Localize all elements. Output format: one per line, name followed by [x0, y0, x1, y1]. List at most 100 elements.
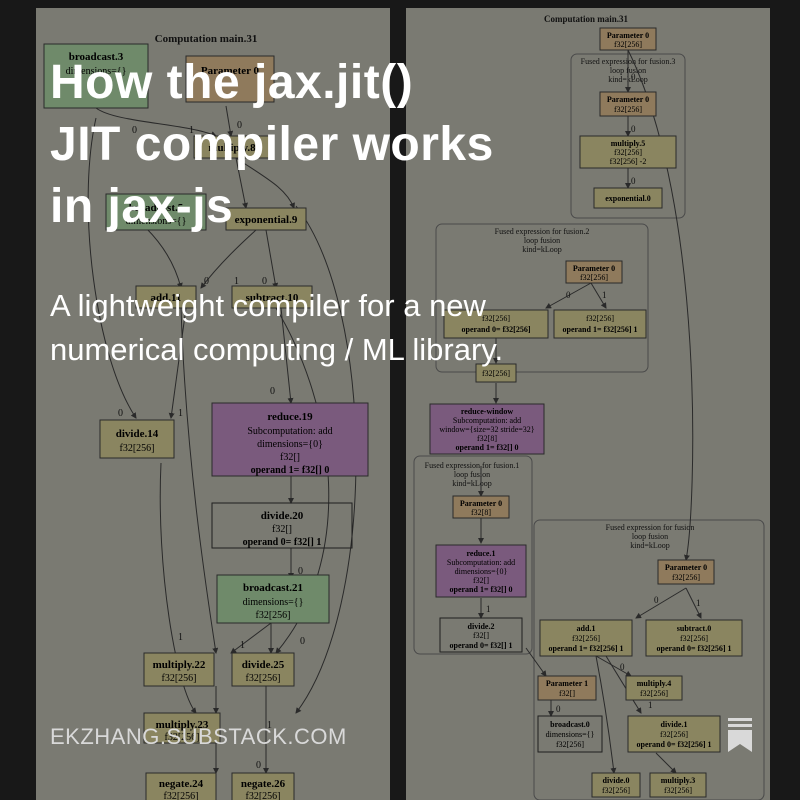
right-node-fusion-parameter-0: Parameter 0 f32[256]: [657, 559, 715, 585]
svg-text:0: 0: [132, 125, 137, 136]
svg-text:f32[256]: f32[256]: [680, 634, 708, 643]
svg-text:1: 1: [234, 276, 239, 287]
left-computation-graph: Computation main.31 0: [43, 33, 369, 800]
svg-text:f32[8]: f32[8]: [471, 508, 491, 517]
svg-text:1: 1: [178, 632, 183, 643]
svg-text:divide.1: divide.1: [661, 720, 688, 729]
svg-text:f32[256]: f32[256]: [482, 314, 510, 323]
svg-text:dimensions={0}: dimensions={0}: [455, 567, 508, 576]
right-node-multiply-4: multiply.4 f32[256]: [625, 675, 683, 701]
right-computation-graph: Computation main.31 Fused expression for…: [413, 14, 765, 800]
svg-text:0: 0: [654, 595, 659, 605]
right-node-multiply-5: multiply.5 f32[256] f32[256] -2: [579, 135, 677, 169]
svg-text:multiply.8: multiply.8: [208, 142, 256, 154]
svg-text:subtract.0: subtract.0: [677, 624, 711, 633]
svg-text:0: 0: [631, 176, 636, 186]
svg-text:f32[256]: f32[256]: [602, 786, 630, 795]
right-node-fusion1-parameter-0: Parameter 0 f32[8]: [452, 495, 510, 519]
svg-text:operand 1= f32[] 0: operand 1= f32[] 0: [450, 585, 513, 594]
svg-text:multiply.22: multiply.22: [153, 659, 206, 671]
svg-text:Parameter 0: Parameter 0: [607, 31, 649, 40]
right-node-add-1: add.1 f32[256] operand 1= f32[256] 1: [539, 619, 633, 657]
svg-text:divide.14: divide.14: [116, 428, 159, 440]
svg-text:Subcomputation: add: Subcomputation: add: [453, 416, 521, 425]
bookmark-icon[interactable]: [726, 718, 754, 752]
left-node-subtract-10: subtract.10: [231, 285, 313, 309]
svg-text:1: 1: [267, 720, 272, 731]
svg-text:Fused expression for fusion.1: Fused expression for fusion.1: [425, 461, 520, 470]
site-url-link[interactable]: EKZHANG.SUBSTACK.COM: [50, 724, 347, 749]
article-subtitle: A lightweight compiler for a new numeric…: [50, 284, 750, 372]
svg-text:0: 0: [298, 566, 303, 577]
svg-text:operand 0= f32[] 1: operand 0= f32[] 1: [243, 537, 322, 548]
svg-text:f32[256]: f32[256]: [246, 791, 281, 800]
svg-text:dimensions={}: dimensions={}: [126, 216, 187, 227]
left-node-multiply-22: multiply.22 f32[256]: [143, 652, 215, 687]
svg-text:f32[8]: f32[8]: [477, 434, 497, 443]
svg-text:f32[256]: f32[256]: [614, 105, 642, 114]
svg-text:f32[]: f32[]: [280, 452, 300, 463]
svg-text:1: 1: [648, 700, 653, 710]
right-node-reduce-1: reduce.1 Subcomputation: add dimensions=…: [435, 544, 527, 598]
right-node-subtract-0: subtract.0 f32[256] operand 0= f32[256] …: [645, 619, 743, 657]
svg-text:operand 0= f32[] 1: operand 0= f32[] 1: [450, 641, 513, 650]
svg-text:Parameter 0: Parameter 0: [201, 65, 260, 77]
right-graph-edges: [478, 49, 702, 774]
svg-text:f32[256]: f32[256]: [640, 689, 668, 698]
right-node-fusion3-parameter-0: Parameter 0 f32[256]: [599, 91, 657, 117]
svg-text:multiply.5: multiply.5: [611, 139, 645, 148]
svg-text:operand 0= f32[256] 1: operand 0= f32[256] 1: [657, 644, 732, 653]
svg-text:f32[256]: f32[256]: [580, 273, 608, 282]
svg-text:f32[256]: f32[256]: [614, 148, 642, 157]
left-graph-panel: Computation main.31 0: [36, 8, 390, 800]
right-node-fusion2-parameter-0: Parameter 0 f32[256]: [565, 260, 623, 284]
svg-text:f32[256]: f32[256]: [664, 786, 692, 795]
right-node-fusion2-right: f32[256] operand 1= f32[256] 1: [553, 309, 647, 339]
svg-text:add.11: add.11: [151, 292, 182, 304]
left-node-negate-26: negate.26 f32[256]: [231, 772, 295, 800]
right-graph-panel: Computation main.31 Fused expression for…: [406, 8, 770, 800]
svg-text:f32[]: f32[]: [473, 576, 489, 585]
svg-text:f32[]: f32[]: [272, 524, 292, 535]
svg-text:multiply.3: multiply.3: [661, 776, 695, 785]
svg-text:f32[]: f32[]: [559, 689, 575, 698]
svg-text:Fused expression for fusion.2: Fused expression for fusion.2: [495, 227, 590, 236]
headline-line: JIT compiler works: [50, 118, 494, 171]
svg-text:loop fusion: loop fusion: [632, 532, 668, 541]
left-node-exponential-9: exponential.9: [225, 207, 307, 231]
left-graph-title: Computation main.31: [155, 33, 258, 45]
svg-text:multiply.23: multiply.23: [156, 719, 209, 731]
left-node-divide-25: divide.25 f32[256]: [231, 652, 295, 687]
svg-text:f32[256] -2: f32[256] -2: [610, 157, 647, 166]
svg-text:0: 0: [300, 636, 305, 647]
svg-text:f32[256]: f32[256]: [614, 40, 642, 49]
svg-text:f32[]: f32[]: [473, 631, 489, 640]
svg-text:1: 1: [178, 408, 183, 419]
svg-text:f32[256]: f32[256]: [165, 732, 200, 743]
right-node-divide-0: divide.0 f32[256]: [591, 772, 641, 798]
right-node-divide-2: divide.2 f32[] operand 0= f32[] 1: [439, 617, 523, 653]
svg-text:0: 0: [631, 124, 636, 134]
left-graph-edges: [87, 105, 357, 774]
svg-text:Parameter 1: Parameter 1: [546, 679, 588, 688]
svg-text:divide.2: divide.2: [468, 622, 495, 631]
svg-text:1: 1: [696, 598, 701, 608]
svg-text:operand 1= f32[] 0: operand 1= f32[] 0: [456, 443, 519, 452]
left-node-broadcast-3: broadcast.3 dimensions={}: [43, 43, 149, 109]
svg-text:Parameter 0: Parameter 0: [573, 264, 615, 273]
svg-text:f32[256]: f32[256]: [246, 673, 281, 684]
svg-text:f32[256]: f32[256]: [164, 791, 199, 800]
svg-text:subtract.10: subtract.10: [246, 292, 299, 304]
svg-text:0: 0: [256, 760, 261, 771]
svg-text:f32[256]: f32[256]: [120, 443, 155, 454]
right-node-reduce-window: reduce-window Subcomputation: add window…: [429, 403, 545, 455]
svg-text:loop fusion: loop fusion: [524, 236, 560, 245]
svg-text:0: 0: [262, 276, 267, 287]
headline-line: How the jax.jit(): [50, 56, 414, 109]
left-node-add-11: add.11: [135, 285, 197, 309]
svg-text:1: 1: [240, 640, 245, 651]
svg-text:Fused expression for fusion: Fused expression for fusion: [606, 523, 695, 532]
svg-text:window={size=32 stride=32}: window={size=32 stride=32}: [439, 425, 534, 434]
svg-text:Subcomputation: add: Subcomputation: add: [247, 426, 332, 437]
svg-text:Parameter 0: Parameter 0: [460, 499, 502, 508]
